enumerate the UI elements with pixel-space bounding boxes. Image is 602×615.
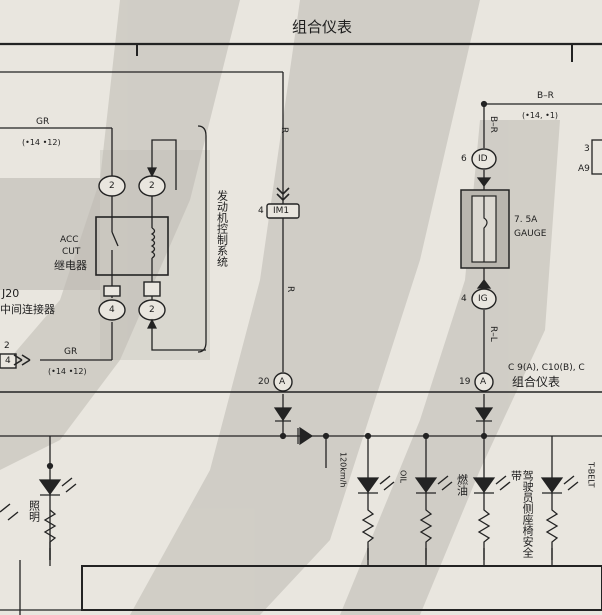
relay-pin-3: 4 [109, 305, 115, 315]
wire-note-b-r: (•14, •1) [522, 111, 559, 120]
indicator-illumination: 照明 [27, 500, 41, 522]
fuse-pin-out: 4 [461, 294, 467, 304]
connector-a2 [474, 372, 494, 392]
cluster-name: 组合仪表 [512, 375, 561, 389]
wire-label-r-l: R–L [488, 326, 498, 342]
diagram-title: 组合仪表 [292, 18, 353, 36]
im1-pin: 4 [258, 206, 264, 216]
cluster-terminal-20-letter: A [279, 377, 286, 387]
fuse-out-label: IG [478, 294, 488, 304]
cluster-terminal-19: 19 [459, 377, 471, 387]
wire-note-gr-top: (•14 •12) [22, 138, 61, 147]
relay-label-2: CUT [62, 247, 81, 257]
cluster-terminal-19-letter: A [480, 377, 487, 387]
fuse-box [460, 189, 510, 269]
im1-box [266, 203, 300, 219]
right-connector-pin-top: 3 [584, 144, 590, 154]
fuse-name: GAUGE [514, 229, 547, 239]
indicator-speed: 120km/h [338, 452, 348, 488]
wire-label-b-r: B–R [537, 91, 554, 101]
connector-a1 [273, 372, 293, 392]
relay-pin-2: 2 [149, 181, 155, 191]
engine-control-system-label: 发动机控制系统 [215, 190, 229, 267]
j20-code: J20 [2, 287, 20, 300]
indicator-fuel: 燃油 [455, 474, 469, 496]
indicator-seatbelt: 驾驶员侧座椅安全带 [509, 470, 535, 558]
relay-pin-1: 2 [109, 181, 115, 191]
connector-ig [471, 288, 497, 310]
wire-note-gr-bottom: (•14 •12) [48, 367, 87, 376]
fuse-in-label: ID [478, 154, 488, 164]
wire-label-gr-top: GR [36, 117, 50, 127]
shade-block-left [0, 178, 100, 290]
relay-box [95, 216, 169, 276]
cluster-connectors: C 9(A), C10(B), C [508, 363, 585, 373]
wire-label-gr-bottom: GR [64, 347, 78, 357]
fuse-rating: 7. 5A [514, 215, 538, 225]
relay-label-3: 继电器 [54, 259, 87, 272]
wire-label-r-lower: R [285, 286, 295, 293]
fuse-pin-in: 6 [461, 154, 467, 164]
wire-label-r-upper: R [279, 127, 289, 134]
right-connector-pin-bottom: A9 [578, 164, 590, 174]
relay-label-1: ACC [60, 235, 79, 245]
connector-id [471, 148, 497, 170]
indicator-t-belt: T-BELT [586, 462, 596, 488]
j20-pin-box-label: 4 [5, 356, 11, 366]
im1-label: IM1 [273, 206, 290, 216]
relay-pin-4: 2 [149, 305, 155, 315]
cluster-terminal-20: 20 [258, 377, 270, 387]
indicator-oil: OIL [398, 470, 408, 484]
j20-name: 中间连接器 [0, 303, 55, 316]
j20-pin: 2 [4, 341, 10, 351]
cluster-module-box [81, 565, 602, 611]
background-shading [0, 0, 560, 615]
wire-label-b-r-vertical: B–R [488, 116, 498, 133]
j20-pin-box [0, 353, 17, 369]
